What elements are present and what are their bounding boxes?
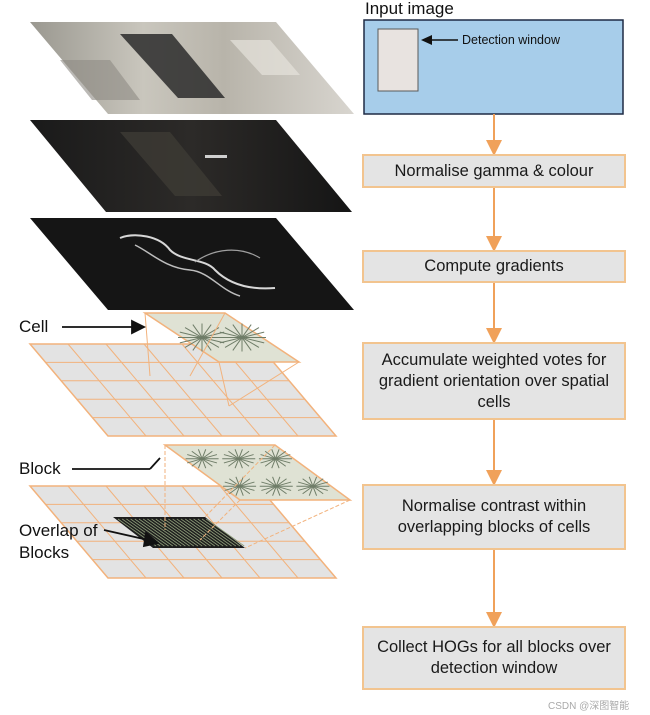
cell-grid-layer — [28, 312, 338, 437]
step-normalise-contrast: Normalise contrast within overlapping bl… — [362, 484, 626, 550]
normalised-photo-layer — [30, 120, 352, 212]
detection-window-label: Detection window — [462, 33, 560, 47]
block-label: Block — [19, 459, 61, 478]
gradient-layer — [30, 218, 354, 310]
input-photo-layer — [30, 22, 354, 114]
block-grid-layer — [28, 444, 353, 579]
input-image-label: Input image — [365, 0, 454, 18]
left-pointer-arrows — [62, 319, 161, 548]
step-collect-hogs: Collect HOGs for all blocks over detecti… — [362, 626, 626, 690]
input-image-box — [363, 19, 624, 115]
cell-label: Cell — [19, 317, 49, 336]
overlap-label: Overlap of Blocks — [19, 521, 98, 562]
watermark: CSDN @深图智能 — [548, 701, 630, 712]
step-normalise-gamma: Normalise gamma & colour — [362, 154, 626, 188]
step-accumulate-votes: Accumulate weighted votes for gradient o… — [362, 342, 626, 420]
step-compute-gradients: Compute gradients — [362, 250, 626, 283]
